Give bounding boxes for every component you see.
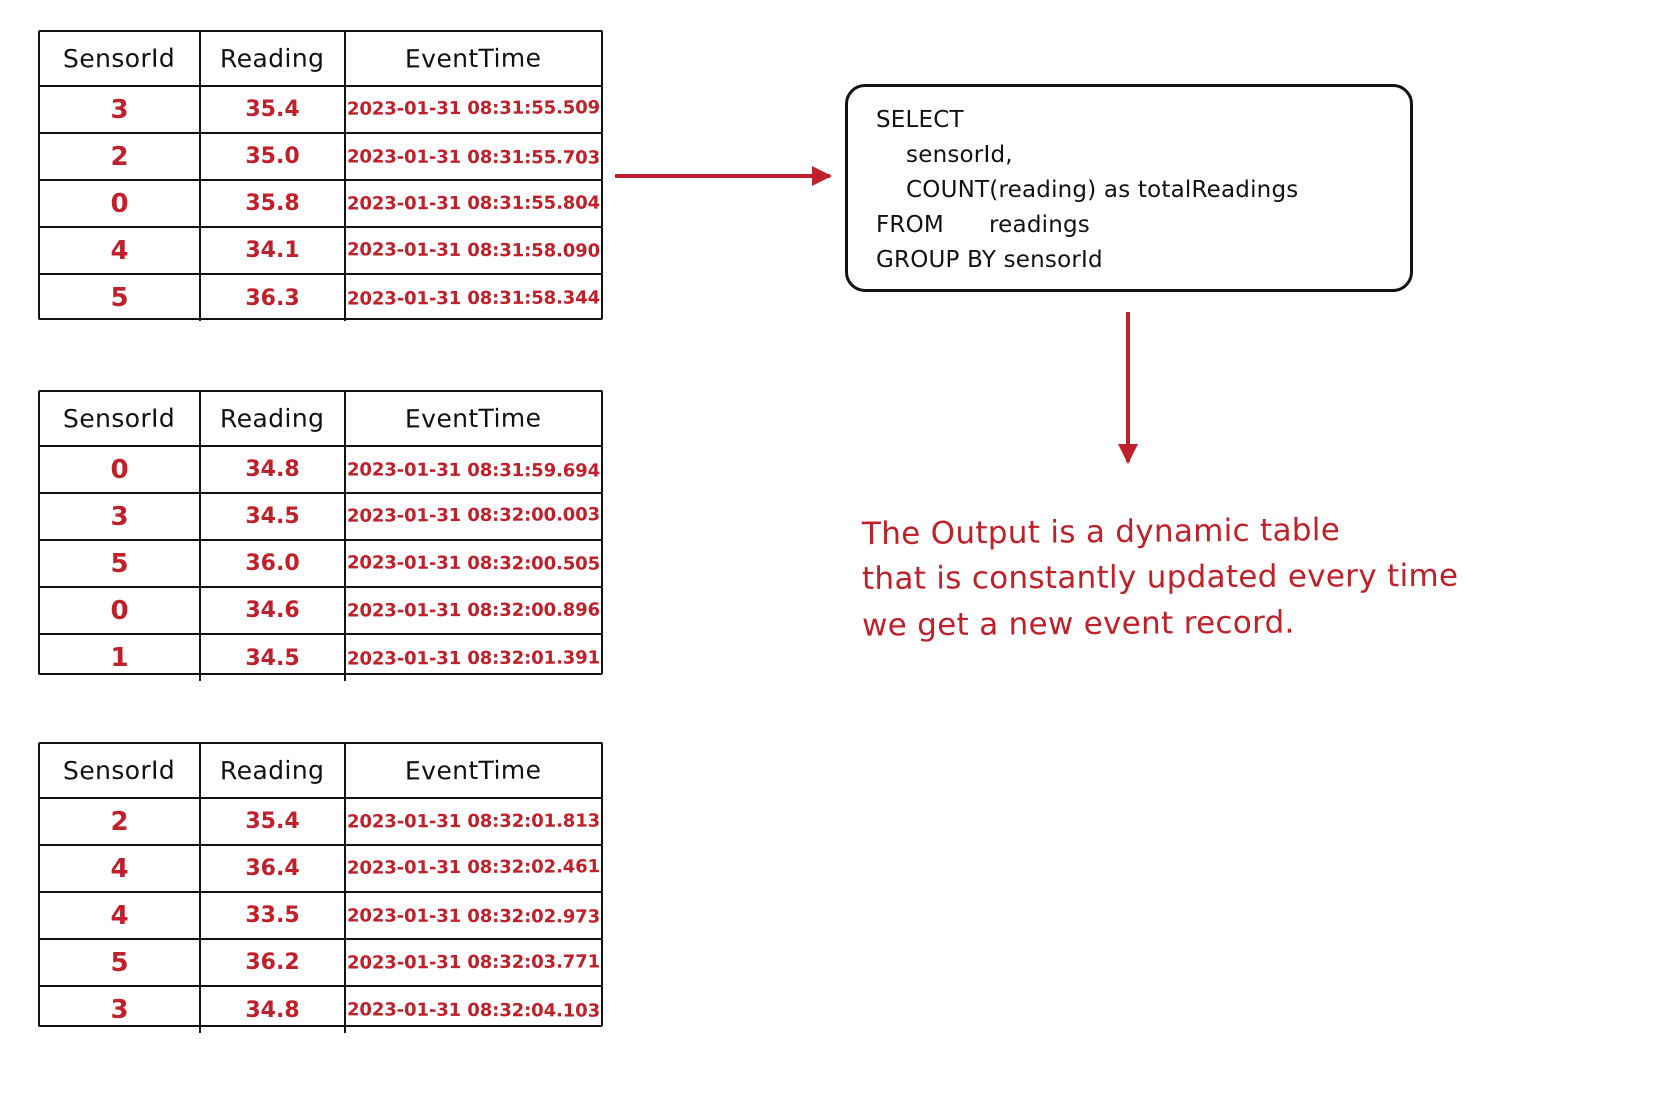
header-label: EventTime (405, 43, 542, 74)
cell-reading: 36.0 (199, 539, 346, 588)
column-header-eventtime: EventTime (344, 32, 601, 87)
cell-eventtime: 2023-01-31 08:32:01.391 (344, 633, 601, 681)
annotation-line-3: we get a new event record. (861, 604, 1295, 644)
cell-eventtime: 2023-01-31 08:32:02.461 (344, 844, 601, 893)
cell-eventtime: 2023-01-31 08:32:02.973 (344, 891, 601, 940)
column-header-sensorid: SensorId (40, 392, 201, 447)
table-row: 1 34.5 2023-01-31 08:32:01.391 (40, 633, 601, 681)
sql-query-text: SELECT sensorId, COUNT(reading) as total… (876, 107, 1299, 273)
column-header-reading: Reading (199, 392, 346, 447)
table-row: 3 34.5 2023-01-31 08:32:00.003 (40, 492, 601, 541)
cell-eventtime: 2023-01-31 08:32:04.103 (344, 985, 601, 1033)
cell-reading: 34.8 (199, 985, 346, 1033)
cell-reading: 36.3 (199, 273, 346, 321)
column-header-sensorid: SensorId (40, 32, 201, 87)
table-header-row: SensorId Reading EventTime (40, 744, 601, 799)
annotation-line-2: that is constantly updated every time (861, 557, 1459, 597)
cell-eventtime: 2023-01-31 08:31:55.804 (344, 179, 601, 228)
column-header-eventtime: EventTime (344, 744, 601, 799)
table-row: 4 33.5 2023-01-31 08:32:02.973 (40, 891, 601, 940)
table-row: 3 34.8 2023-01-31 08:32:04.103 (40, 985, 601, 1033)
header-label: Reading (220, 403, 325, 434)
column-header-sensorid: SensorId (40, 744, 201, 799)
cell-eventtime: 2023-01-31 08:31:58.090 (344, 226, 601, 275)
sql-query-box: SELECT sensorId, COUNT(reading) as total… (845, 84, 1413, 292)
cell-sensorid: 1 (40, 633, 201, 681)
cell-sensorid: 4 (40, 891, 201, 940)
header-label: Reading (220, 43, 325, 74)
cell-reading: 34.5 (199, 633, 346, 681)
event-table-1: SensorId Reading EventTime 3 35.4 2023-0… (38, 30, 603, 321)
cell-reading: 34.5 (199, 492, 346, 541)
annotation-line-1: The Output is a dynamic table (861, 512, 1341, 553)
table-row: 3 35.4 2023-01-31 08:31:55.509 (40, 85, 601, 134)
cell-reading: 33.5 (199, 891, 346, 940)
header-label: EventTime (405, 403, 542, 434)
cell-sensorid: 0 (40, 179, 201, 228)
output-annotation: The Output is a dynamic table that is co… (862, 508, 1602, 646)
header-label: Reading (220, 755, 325, 786)
cell-sensorid: 4 (40, 844, 201, 893)
arrow-query-to-output (1118, 312, 1138, 464)
cell-sensorid: 4 (40, 226, 201, 275)
cell-reading: 35.0 (199, 132, 346, 181)
cell-sensorid: 2 (40, 797, 201, 846)
header-label: EventTime (405, 755, 542, 786)
arrow-tables-to-query (615, 166, 832, 186)
table-row: 5 36.2 2023-01-31 08:32:03.771 (40, 938, 601, 987)
column-header-reading: Reading (199, 32, 346, 87)
cell-sensorid: 0 (40, 445, 201, 494)
cell-sensorid: 3 (40, 85, 201, 134)
table-row: 0 35.8 2023-01-31 08:31:55.804 (40, 179, 601, 228)
header-label: SensorId (63, 43, 176, 74)
cell-reading: 34.1 (199, 226, 346, 275)
cell-reading: 35.4 (199, 797, 346, 846)
cell-reading: 36.2 (199, 938, 346, 987)
table-row: 2 35.0 2023-01-31 08:31:55.703 (40, 132, 601, 181)
table-header-row: SensorId Reading EventTime (40, 392, 601, 447)
cell-eventtime: 2023-01-31 08:31:55.703 (344, 132, 601, 181)
header-label: SensorId (63, 755, 176, 786)
table-row: 0 34.8 2023-01-31 08:31:59.694 (40, 445, 601, 494)
cell-sensorid: 2 (40, 132, 201, 181)
cell-reading: 35.8 (199, 179, 346, 228)
table-header-row: SensorId Reading EventTime (40, 32, 601, 87)
cell-reading: 34.6 (199, 586, 346, 635)
column-header-eventtime: EventTime (344, 392, 601, 447)
table-row: 4 34.1 2023-01-31 08:31:58.090 (40, 226, 601, 275)
cell-eventtime: 2023-01-31 08:32:01.813 (344, 797, 601, 846)
table-row: 0 34.6 2023-01-31 08:32:00.896 (40, 586, 601, 635)
cell-eventtime: 2023-01-31 08:31:55.509 (344, 85, 601, 134)
cell-eventtime: 2023-01-31 08:32:00.003 (344, 492, 601, 541)
event-table-2: SensorId Reading EventTime 0 34.8 2023-0… (38, 390, 603, 681)
column-header-reading: Reading (199, 744, 346, 799)
cell-eventtime: 2023-01-31 08:32:00.505 (344, 539, 601, 588)
table-row: 5 36.0 2023-01-31 08:32:00.505 (40, 539, 601, 588)
cell-eventtime: 2023-01-31 08:31:59.694 (344, 445, 601, 494)
cell-eventtime: 2023-01-31 08:32:00.896 (344, 586, 601, 635)
cell-sensorid: 3 (40, 985, 201, 1033)
cell-sensorid: 5 (40, 938, 201, 987)
cell-reading: 35.4 (199, 85, 346, 134)
cell-sensorid: 3 (40, 492, 201, 541)
cell-reading: 34.8 (199, 445, 346, 494)
table-row: 2 35.4 2023-01-31 08:32:01.813 (40, 797, 601, 846)
cell-eventtime: 2023-01-31 08:32:03.771 (344, 938, 601, 987)
header-label: SensorId (63, 403, 176, 434)
cell-sensorid: 5 (40, 273, 201, 321)
event-table-3: SensorId Reading EventTime 2 35.4 2023-0… (38, 742, 603, 1033)
cell-reading: 36.4 (199, 844, 346, 893)
cell-sensorid: 5 (40, 539, 201, 588)
cell-eventtime: 2023-01-31 08:31:58.344 (344, 273, 601, 321)
table-row: 4 36.4 2023-01-31 08:32:02.461 (40, 844, 601, 893)
cell-sensorid: 0 (40, 586, 201, 635)
table-row: 5 36.3 2023-01-31 08:31:58.344 (40, 273, 601, 321)
